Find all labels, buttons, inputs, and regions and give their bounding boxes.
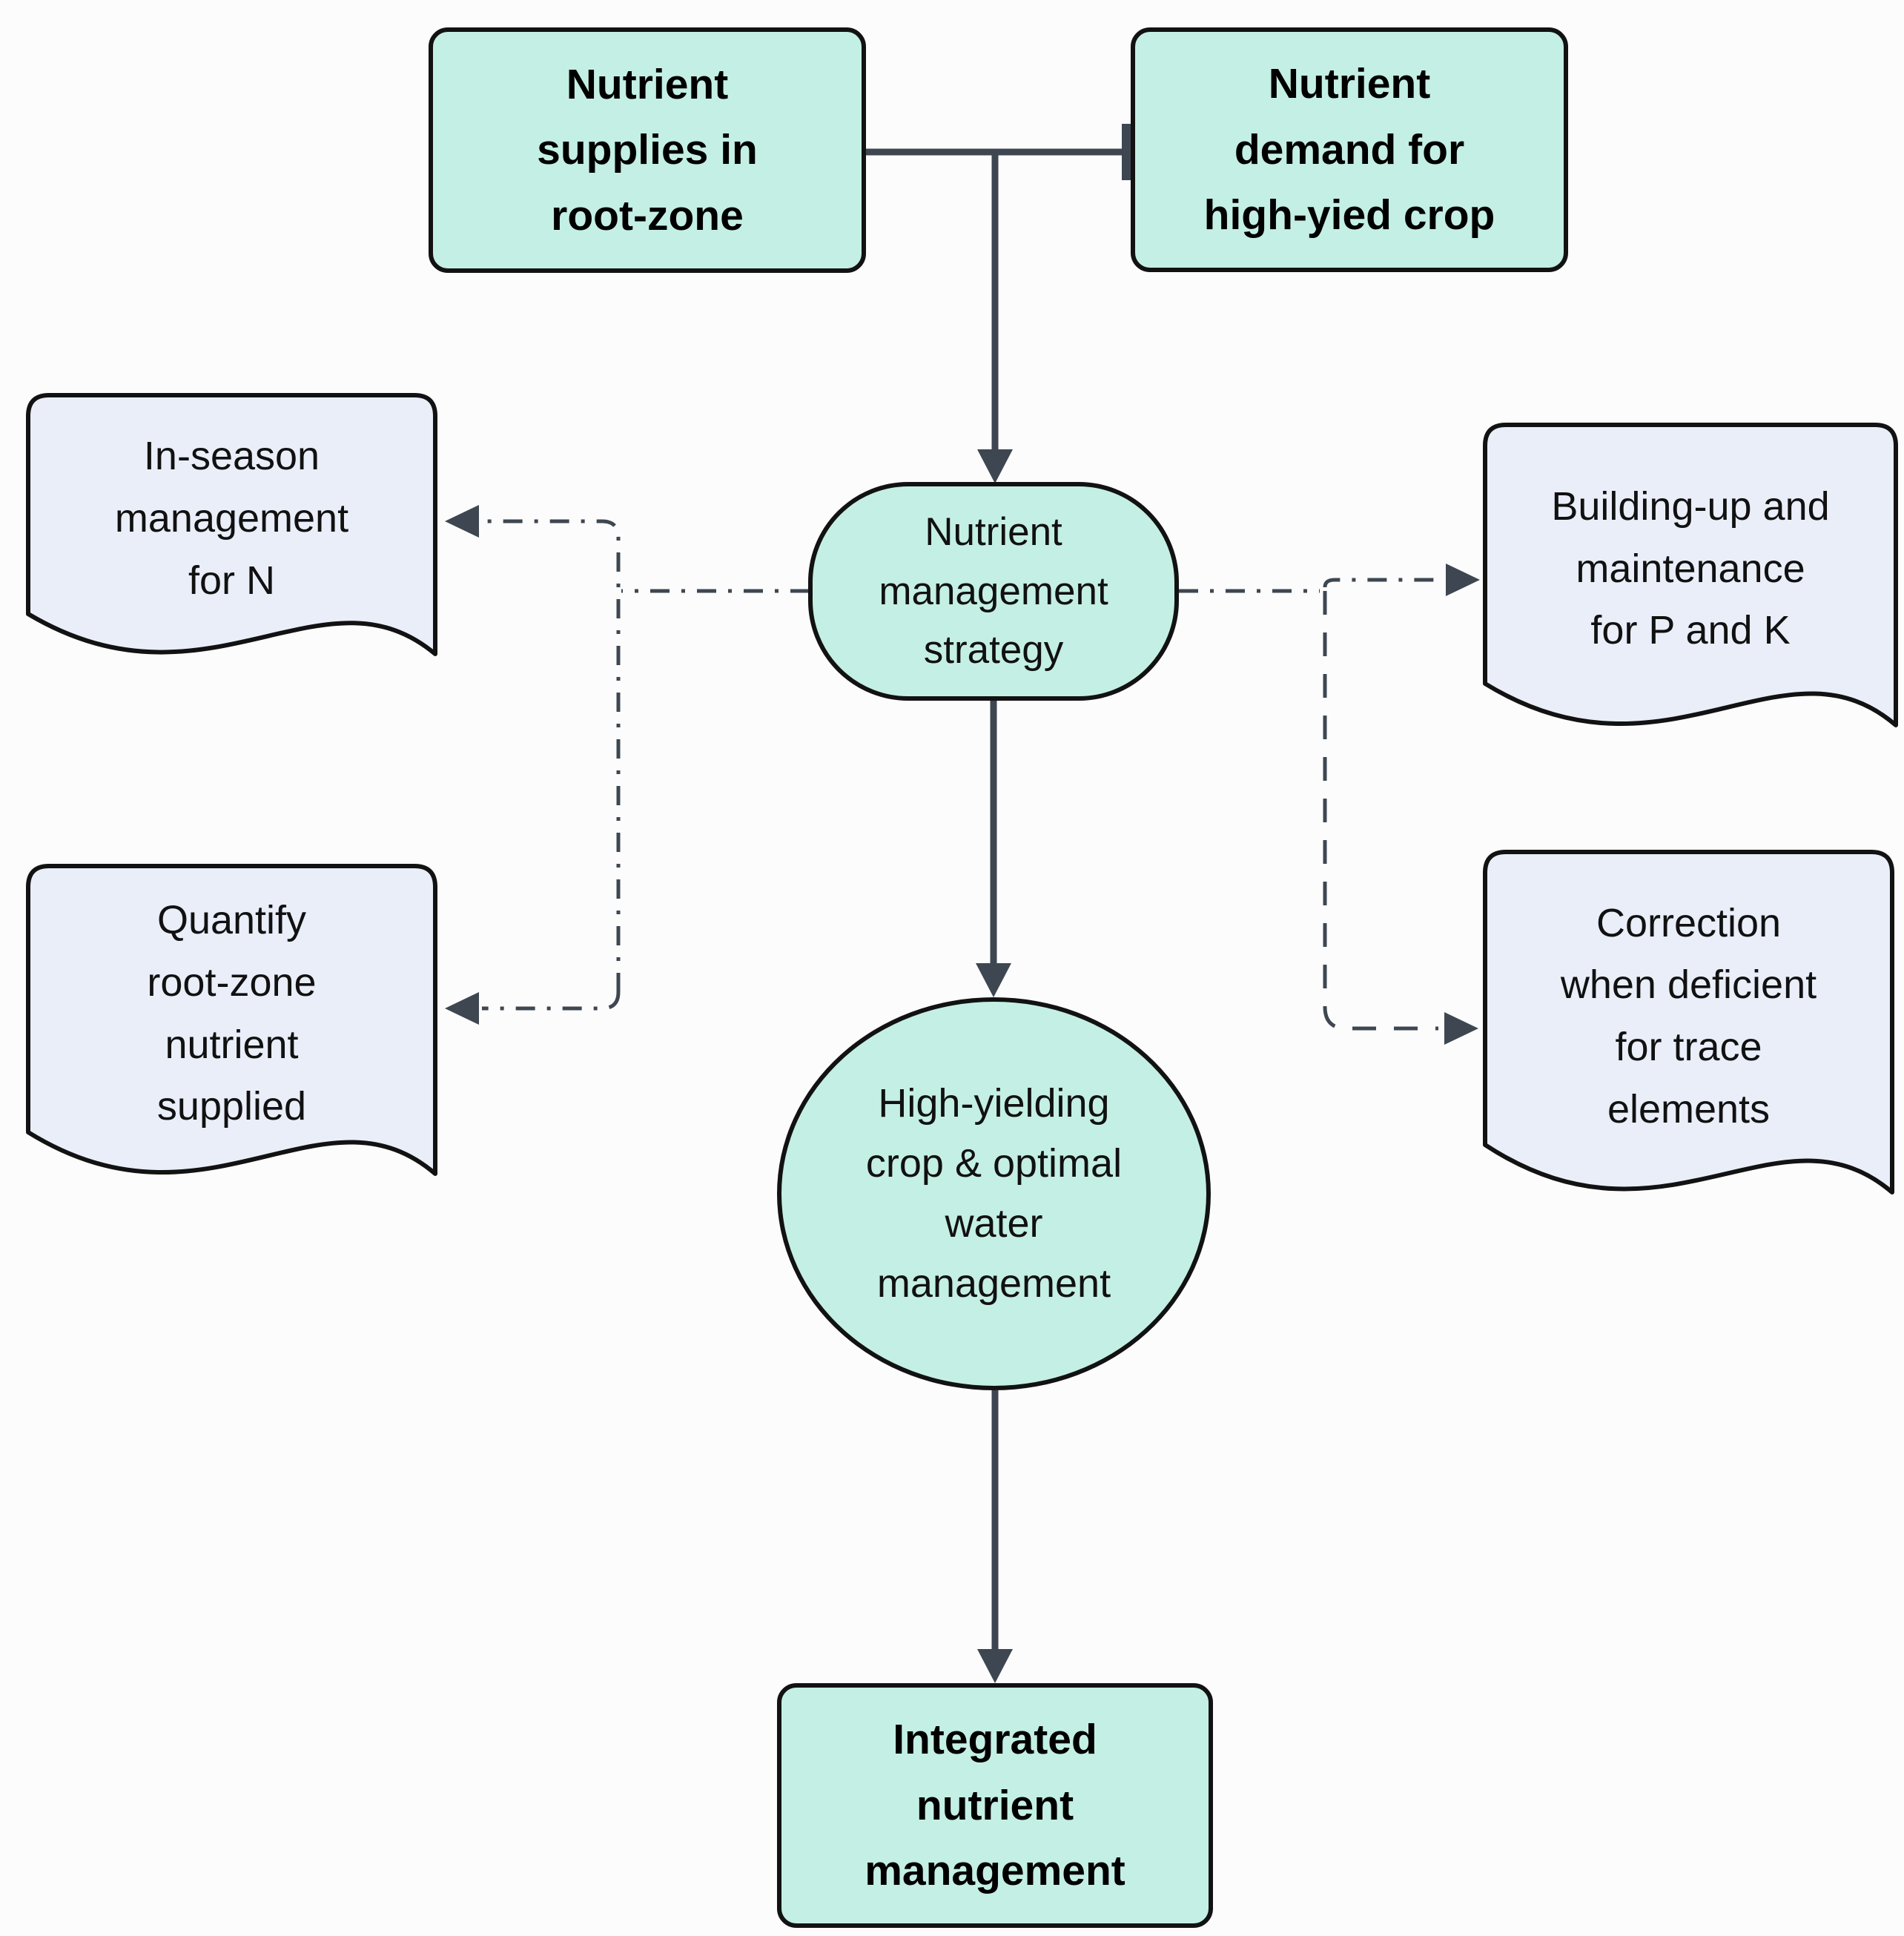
edge-strategy-to-quantify-line xyxy=(482,991,621,1011)
node-nutrient-management-strategy: Nutrient management strategy xyxy=(808,482,1179,701)
node-inseason-management: In-season management for N xyxy=(26,393,437,712)
node-nutrient-demand: Nutrient demand for high-yied crop xyxy=(1131,27,1568,272)
node-nutrient-supplies-label: Nutrient supplies in root-zone xyxy=(537,60,758,239)
node-high-yielding-crop-water: High-yielding crop & optimal water manag… xyxy=(777,997,1211,1390)
document-outline-inseason xyxy=(26,393,437,656)
document-outline-correction xyxy=(1483,850,1894,1195)
node-nutrient-demand-label: Nutrient demand for high-yied crop xyxy=(1203,60,1495,239)
edge-strategy-to-building-line xyxy=(1323,578,1441,588)
node-building-label: Building-up and maintenance for P and K xyxy=(1551,483,1830,653)
document-outline-quantify xyxy=(26,864,437,1176)
node-correction-trace-elements: Correction when deficient for trace elem… xyxy=(1483,850,1894,1254)
node-integrated-nutrient-management: Integrated nutrient management xyxy=(777,1683,1213,1928)
tee-bar-demand xyxy=(1122,124,1131,180)
arrowhead-into-crop xyxy=(976,963,1011,997)
document-shape-correction xyxy=(1483,850,1894,1195)
node-correction-label: Correction when deficient for trace elem… xyxy=(1560,900,1817,1131)
arrowhead-into-strategy xyxy=(977,449,1013,483)
edge-strategy-to-correction-line xyxy=(1323,591,1438,1031)
node-quantify-label: Quantify root-zone nutrient supplied xyxy=(147,898,317,1129)
node-building-up-maintenance: Building-up and maintenance for P and K xyxy=(1483,423,1898,786)
node-nutrient-supplies: Nutrient supplies in root-zone xyxy=(429,27,866,273)
node-quantify-rootzone: Quantify root-zone nutrient supplied xyxy=(26,864,437,1235)
document-shape-quantify xyxy=(26,864,437,1176)
node-integrated-label: Integrated nutrient management xyxy=(865,1716,1125,1895)
arrowhead-into-quantify xyxy=(445,992,479,1025)
arrowhead-into-correction xyxy=(1444,1012,1478,1045)
arrowhead-into-integrated xyxy=(977,1649,1013,1683)
node-crop-water-label: High-yielding crop & optimal water manag… xyxy=(865,1081,1123,1306)
document-outline-building xyxy=(1483,423,1898,727)
document-shape-inseason xyxy=(26,393,437,656)
edge-strategy-to-inseason-line xyxy=(480,519,621,992)
node-strategy-label: Nutrient management strategy xyxy=(879,510,1108,673)
node-inseason-label: In-season management for N xyxy=(114,434,349,603)
arrowhead-into-inseason xyxy=(445,505,479,538)
arrowhead-into-building xyxy=(1446,564,1480,596)
document-shape-building xyxy=(1483,423,1898,727)
